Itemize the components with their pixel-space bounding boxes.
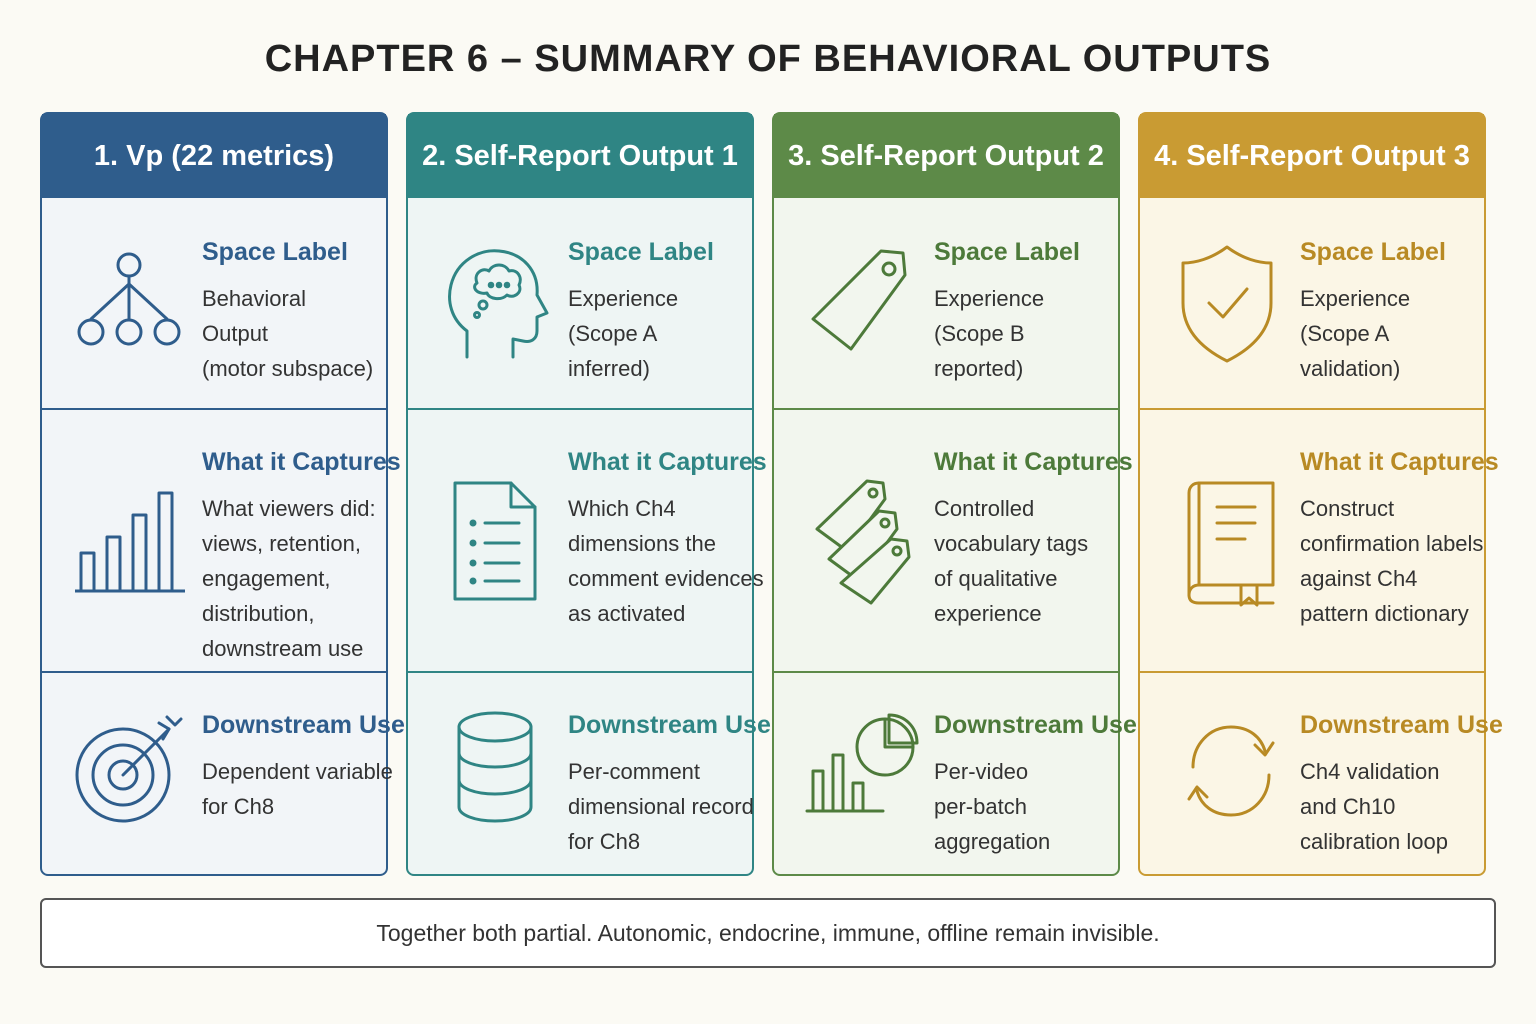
row-text: Experience (Scope A inferred) bbox=[568, 286, 679, 381]
row-label: What it Captures bbox=[202, 448, 401, 476]
row-text: Behavioral Output (motor subspace) bbox=[202, 286, 374, 381]
row-text: Construct confirmation labels against Ch… bbox=[1300, 496, 1484, 626]
row-label: What it Captures bbox=[568, 448, 767, 476]
row-downstream-use: Downstream Use Dependent variable for Ch… bbox=[42, 671, 405, 874]
column-self-report-1: 2. Self-Report Output 1 Space Label Expe… bbox=[406, 112, 771, 876]
row-label: What it Captures bbox=[934, 448, 1133, 476]
target-icon bbox=[56, 673, 202, 874]
row-text: Ch4 validation and Ch10 calibration loop bbox=[1300, 759, 1448, 854]
row-label: Space Label bbox=[934, 238, 1080, 266]
row-space-label: Space Label Experience (Scope A inferred… bbox=[408, 198, 752, 408]
row-what-it-captures: What it Captures What viewers did: views… bbox=[42, 408, 401, 671]
document-list-icon bbox=[422, 410, 568, 671]
columns-container: 1. Vp (22 metrics) Space Label Behaviora… bbox=[40, 112, 1503, 876]
row-text: Per-video per-batch aggregation bbox=[934, 759, 1051, 854]
row-text: What viewers did: views, retention, enga… bbox=[202, 496, 376, 661]
row-what-it-captures: What it Captures Construct confirmation … bbox=[1140, 408, 1499, 671]
row-label: Space Label bbox=[202, 238, 348, 266]
tag-icon bbox=[788, 198, 934, 408]
row-text: Experience (Scope A validation) bbox=[1300, 286, 1411, 381]
column-header: 3. Self-Report Output 2 bbox=[774, 114, 1118, 198]
row-text: Per-comment dimensional record for Ch8 bbox=[568, 759, 754, 854]
column-header: 2. Self-Report Output 1 bbox=[408, 114, 752, 198]
row-label: Downstream Use bbox=[934, 711, 1137, 739]
row-label: What it Captures bbox=[1300, 448, 1499, 476]
database-icon bbox=[422, 673, 568, 874]
column-header: 4. Self-Report Output 3 bbox=[1140, 114, 1484, 198]
row-label: Downstream Use bbox=[568, 711, 771, 739]
column-header: 1. Vp (22 metrics) bbox=[42, 114, 386, 198]
row-what-it-captures: What it Captures Controlled vocabulary t… bbox=[774, 408, 1133, 671]
bar-chart-icon bbox=[56, 410, 202, 671]
row-text: Which Ch4 dimensions the comment evidenc… bbox=[568, 496, 764, 626]
row-space-label: Space Label Behavioral Output (motor sub… bbox=[42, 198, 386, 408]
row-label: Downstream Use bbox=[1300, 711, 1503, 739]
row-label: Downstream Use bbox=[202, 711, 405, 739]
book-icon bbox=[1154, 410, 1300, 671]
tags-icon bbox=[788, 410, 934, 671]
row-text: Dependent variable for Ch8 bbox=[202, 759, 393, 819]
refresh-icon bbox=[1154, 673, 1300, 874]
head-thought-icon bbox=[422, 198, 568, 408]
row-text: Experience (Scope B reported) bbox=[934, 286, 1045, 381]
row-space-label: Space Label Experience (Scope B reported… bbox=[774, 198, 1118, 408]
shield-check-icon bbox=[1154, 198, 1300, 408]
footer-note: Together both partial. Autonomic, endocr… bbox=[40, 898, 1496, 968]
column-self-report-3: 4. Self-Report Output 3 Space Label Expe… bbox=[1138, 112, 1503, 876]
column-self-report-2: 3. Self-Report Output 2 Space Label Expe… bbox=[772, 112, 1137, 876]
chart-pie-icon bbox=[788, 673, 934, 874]
row-label: Space Label bbox=[568, 238, 714, 266]
page-title: CHAPTER 6 – SUMMARY OF BEHAVIORAL OUTPUT… bbox=[264, 38, 1272, 80]
column-vp: 1. Vp (22 metrics) Space Label Behaviora… bbox=[40, 112, 405, 876]
row-text: Controlled vocabulary tags of qualitativ… bbox=[934, 496, 1089, 626]
row-label: Space Label bbox=[1300, 238, 1446, 266]
row-downstream-use: Downstream Use Ch4 validation and Ch10 c… bbox=[1140, 671, 1503, 874]
row-downstream-use: Downstream Use Per-video per-batch aggre… bbox=[774, 671, 1137, 874]
row-space-label: Space Label Experience (Scope A validati… bbox=[1140, 198, 1484, 408]
row-downstream-use: Downstream Use Per-comment dimensional r… bbox=[408, 671, 771, 874]
row-what-it-captures: What it Captures Which Ch4 dimensions th… bbox=[408, 408, 767, 671]
hierarchy-icon bbox=[56, 198, 202, 408]
